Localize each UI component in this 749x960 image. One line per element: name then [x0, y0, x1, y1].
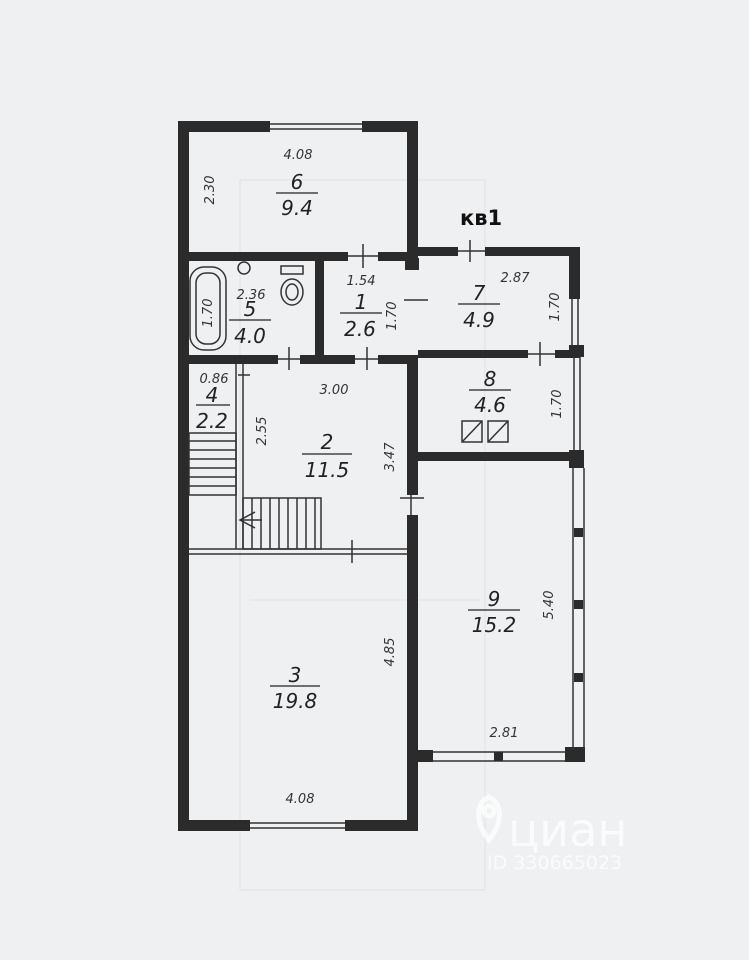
boiler-icon	[461, 420, 483, 443]
room-4-width: 0.86	[200, 372, 229, 387]
room-6-number: 6	[291, 170, 304, 194]
plan-title: кв1	[460, 206, 502, 230]
room-3-number: 3	[289, 663, 302, 687]
bathroom-fixtures	[189, 261, 304, 351]
room-6-height: 2.30	[203, 176, 218, 205]
room-5-height: 1.70	[201, 299, 216, 328]
room-2-height-left: 2.55	[255, 417, 270, 446]
room-8-height: 1.70	[550, 390, 565, 419]
room-9-number: 9	[488, 587, 501, 611]
room-1-height: 1.70	[385, 302, 400, 331]
boiler-icon	[487, 420, 509, 443]
room-8-number: 8	[484, 367, 497, 391]
room-9-width: 2.81	[490, 726, 519, 741]
room-1-width: 1.54	[347, 274, 376, 289]
location-pin-icon	[476, 794, 502, 845]
boiler-icons	[461, 420, 509, 443]
room-1-number: 1	[355, 290, 368, 314]
room-4-number: 4	[206, 383, 219, 407]
room-2-width: 3.00	[320, 383, 349, 398]
stairs	[188, 432, 322, 550]
watermark-id: ID 330665023	[487, 852, 622, 874]
room-2-number: 2	[321, 430, 334, 454]
room-7-width: 2.87	[501, 271, 531, 286]
room-5-width: 2.36	[237, 288, 266, 303]
faint-background-lines	[239, 179, 486, 891]
room-6-area: 9.4	[281, 196, 313, 220]
sink-icon	[237, 261, 251, 275]
room-7-height: 1.70	[548, 293, 563, 322]
window-mullions	[494, 528, 583, 761]
walls	[178, 121, 585, 831]
room-4-area: 2.2	[196, 409, 228, 433]
room-3-height: 4.85	[383, 638, 398, 667]
room-9-height: 5.40	[542, 591, 557, 620]
room-3-width: 4.08	[286, 792, 315, 807]
room-8-area: 4.6	[474, 393, 506, 417]
room-9-area: 15.2	[472, 613, 517, 637]
toilet-icon	[280, 265, 304, 275]
room-2-area: 11.5	[305, 458, 350, 482]
room-1-area: 2.6	[344, 317, 376, 341]
watermark-brand: циан	[508, 803, 627, 857]
room-fraction-bars	[196, 192, 520, 687]
room-5-number: 5	[244, 297, 257, 321]
bathtub-icon	[189, 266, 227, 351]
room-7-number: 7	[473, 281, 486, 305]
room-3-area: 19.8	[273, 689, 318, 713]
room-6-width: 4.08	[284, 148, 313, 163]
watermark: циан ID 330665023	[476, 794, 627, 874]
room-7-area: 4.9	[463, 308, 495, 332]
room-2-height-right: 3.47	[383, 442, 398, 472]
room-5-area: 4.0	[234, 324, 266, 348]
